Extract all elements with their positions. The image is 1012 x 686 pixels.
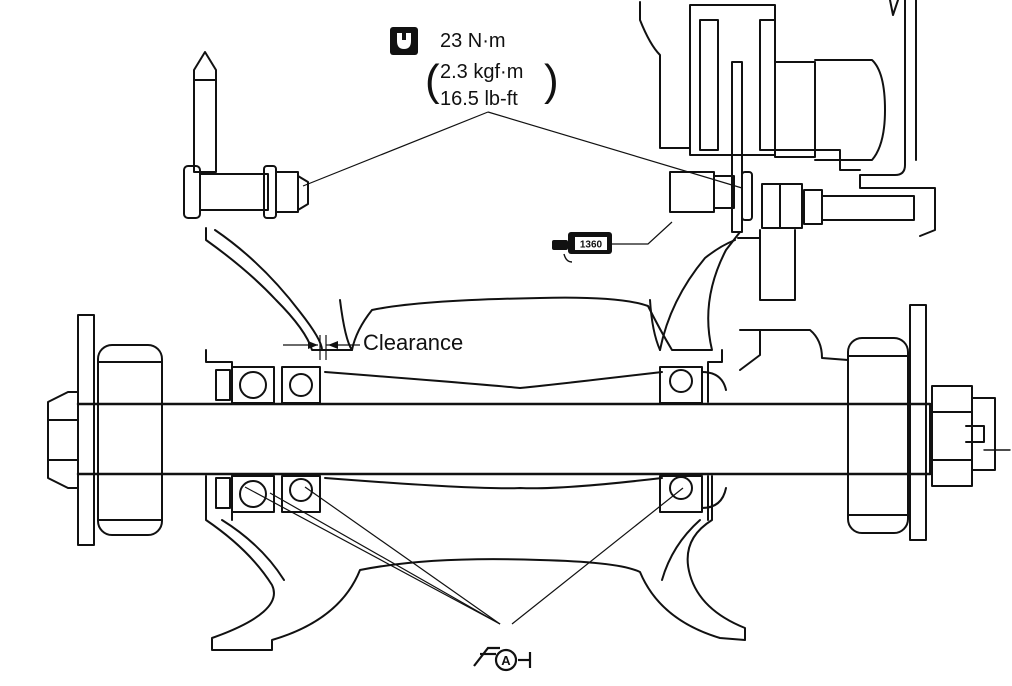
pivot-housing — [205, 227, 741, 490]
left-pivot-bolt — [183, 51, 309, 219]
right-pivot-bolt — [669, 61, 915, 233]
torque-value-nm: 23 N·m — [440, 30, 506, 52]
torque-value-lbft: 16.5 lb-ft — [440, 88, 518, 110]
leader-lines — [244, 111, 743, 625]
grease-letter: A — [501, 653, 511, 668]
left-wheel-assembly — [47, 314, 163, 546]
clearance-label: Clearance — [363, 330, 464, 355]
sealant-code: 1360 — [580, 240, 603, 251]
sealant-tube-icon: 1360 — [552, 232, 612, 263]
grease-gun-icon: A — [473, 646, 532, 672]
clearance-arrowheads — [308, 341, 338, 349]
axle-shaft — [76, 402, 932, 476]
torque-wrench-icon — [390, 27, 418, 55]
bearings — [215, 366, 727, 513]
pivot-housing-lower — [205, 475, 746, 651]
upper-right-linkage — [639, 0, 936, 371]
torque-close-bracket: ) — [544, 56, 559, 105]
torque-value-kgfm: 2.3 kgf·m — [440, 61, 524, 83]
torque-open-bracket: ( — [425, 56, 440, 105]
right-wheel-assembly — [847, 304, 1011, 541]
